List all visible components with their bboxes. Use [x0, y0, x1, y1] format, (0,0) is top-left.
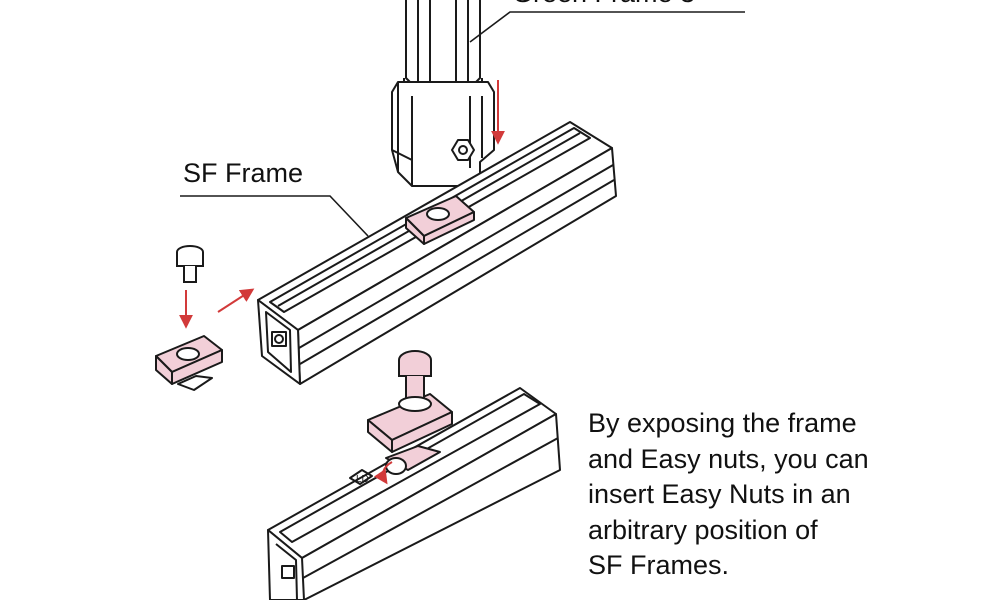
- nut-slide-arrow: [217, 288, 255, 313]
- loose-bolt: [176, 245, 204, 283]
- description-line: arbitrary position of: [588, 514, 818, 545]
- sf-frame-label: SF Frame: [183, 158, 304, 188]
- sf-frame-leader: [180, 195, 369, 237]
- sf-frame-rail-lower: LD: [267, 387, 561, 600]
- svg-text:LD: LD: [356, 474, 369, 485]
- description-line: and Easy nuts, you can: [588, 443, 869, 474]
- green-frame-leader: [469, 11, 745, 43]
- description-line: insert Easy Nuts in an: [588, 479, 851, 509]
- green-frame-post: [391, 0, 495, 187]
- green-frame-label: Green Frame 3: [512, 0, 695, 9]
- rotate-arrow: [373, 461, 393, 485]
- easy-nut-on-rail: [405, 195, 475, 245]
- description-line: By exposing the frame: [588, 408, 857, 438]
- bolt-on-nut: [398, 350, 432, 412]
- loose-easy-nut: [155, 335, 223, 391]
- description-text: By exposing the frame and Easy nuts, you…: [588, 406, 888, 584]
- description-line: SF Frames.: [588, 550, 730, 580]
